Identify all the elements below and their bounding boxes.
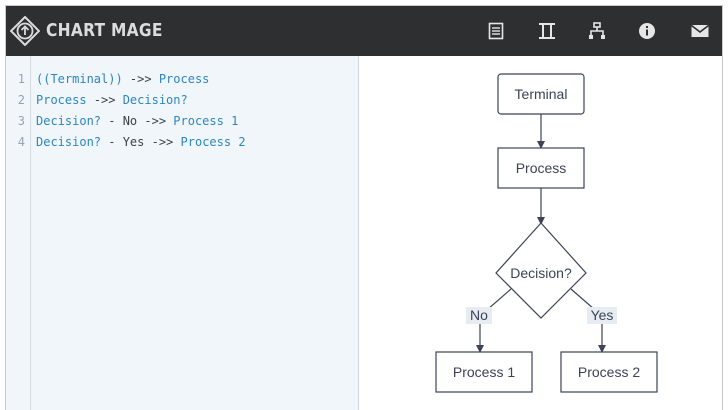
operator-token: ->> bbox=[122, 72, 159, 86]
brand-title: CHART MAGE bbox=[46, 20, 163, 41]
line-number-gutter bbox=[6, 56, 31, 410]
code-editor[interactable]: 1 ((Terminal)) ->> Process 2 Process ->> De… bbox=[6, 56, 359, 410]
line-number: 4 bbox=[17, 135, 25, 149]
mail-button[interactable] bbox=[688, 19, 712, 43]
process-label: Process bbox=[516, 160, 567, 176]
sitemap-button[interactable] bbox=[585, 19, 609, 43]
edge-yes-text: Yes bbox=[591, 307, 614, 323]
decision-node[interactable]: Decision? bbox=[495, 222, 587, 319]
flowchart: Terminal Process Decision? No Yes Proces… bbox=[435, 73, 658, 393]
line-number: 2 bbox=[17, 93, 25, 107]
line-number: 3 bbox=[17, 114, 25, 128]
process1-node[interactable]: Process 1 bbox=[435, 351, 533, 393]
process2-label: Process 2 bbox=[578, 364, 640, 380]
edge-label-no: No bbox=[466, 307, 492, 324]
text-format-button[interactable] bbox=[535, 19, 559, 43]
terminal-node[interactable]: Terminal bbox=[497, 73, 585, 115]
process2-node[interactable]: Process 2 bbox=[560, 351, 658, 393]
operator-token: ->> bbox=[86, 93, 123, 107]
line-number: 1 bbox=[17, 72, 25, 86]
mail-icon bbox=[691, 24, 709, 37]
line-code: ((Terminal)) ->> Process bbox=[36, 69, 209, 90]
node-token: Process 1 bbox=[173, 114, 239, 128]
terminal-label: Terminal bbox=[515, 86, 568, 102]
top-bar: CHART MAGE bbox=[6, 6, 722, 56]
node-token: Decision? bbox=[122, 93, 188, 107]
decision-label: Decision? bbox=[510, 265, 572, 281]
document-button[interactable] bbox=[484, 19, 508, 43]
chartmage-logo-icon bbox=[10, 16, 40, 46]
line-code: Decision? - No ->> Process 1 bbox=[36, 111, 238, 132]
document-icon bbox=[488, 22, 504, 40]
diagram-canvas: Terminal Process Decision? No Yes Proces… bbox=[359, 56, 722, 410]
line-code: Process ->> Decision? bbox=[36, 90, 188, 111]
info-button[interactable] bbox=[635, 19, 659, 43]
line-code: Decision? - Yes ->> Process 2 bbox=[36, 132, 246, 153]
edge-label-yes: Yes bbox=[587, 307, 617, 324]
edge-no-text: No bbox=[470, 307, 488, 323]
node-token: Process 2 bbox=[180, 135, 246, 149]
node-token: Decision? bbox=[36, 114, 102, 128]
node-token: Process bbox=[36, 93, 87, 107]
info-icon bbox=[639, 23, 655, 39]
node-token: Decision? bbox=[36, 135, 102, 149]
node-token: ((Terminal)) bbox=[36, 72, 123, 86]
process-node[interactable]: Process bbox=[497, 147, 585, 189]
sitemap-icon bbox=[589, 22, 605, 39]
operator-token: - No ->> bbox=[101, 114, 174, 128]
text-format-icon bbox=[539, 23, 555, 39]
node-token: Process bbox=[158, 72, 210, 86]
process1-label: Process 1 bbox=[453, 364, 515, 380]
operator-token: - Yes ->> bbox=[101, 135, 181, 149]
app-window: CHART MAGE bbox=[5, 5, 723, 410]
